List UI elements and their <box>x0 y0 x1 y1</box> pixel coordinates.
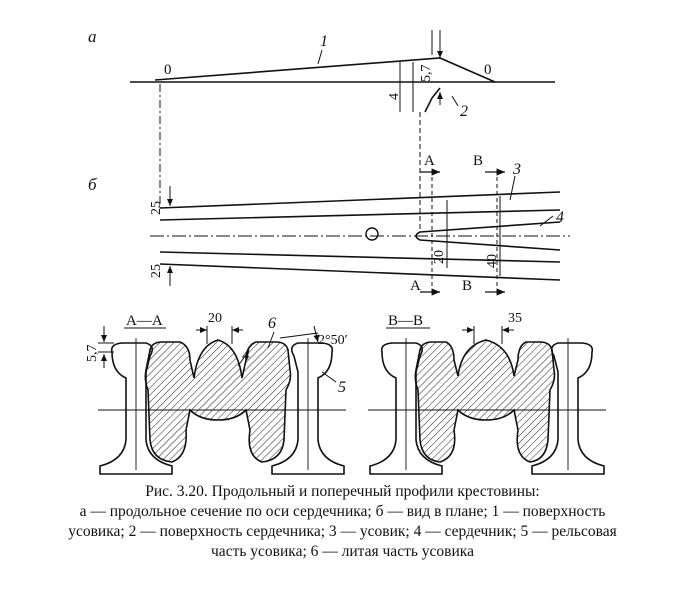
section-b-b-title: В—В <box>388 313 423 329</box>
dim-20: 20 <box>432 250 447 264</box>
dim-angle: 2°50′ <box>318 333 348 348</box>
cast-body-bb <box>414 339 556 463</box>
section-a-a-title: А—А <box>126 313 163 329</box>
view-a-longitudinal-section: а <box>88 27 555 230</box>
caption-line-1: Рис. 3.20. Продольный и поперечный профи… <box>145 483 540 500</box>
dim-4: 4 <box>387 93 402 100</box>
section-a-a: А—А <box>98 313 346 475</box>
section-mark-a-top: А <box>424 153 435 169</box>
section-b-b: В—В <box>368 313 606 475</box>
wing-rail-bottom-inner <box>159 251 561 263</box>
label-cast-part: 6 <box>268 315 276 332</box>
dim-25-top: 25 <box>149 201 164 215</box>
dim-35-section: 35 <box>508 311 522 326</box>
dim-25-bottom: 25 <box>149 264 164 278</box>
section-mark-a-bottom: А <box>410 278 421 294</box>
label-point-rail-surface: 2 <box>460 103 468 120</box>
figure-caption: Рис. 3.20. Продольный и поперечный профи… <box>10 482 675 562</box>
cast-body-aa <box>144 339 292 463</box>
dim-5-7: 5,7 <box>419 65 434 83</box>
label-wing-rail-surface: 1 <box>320 33 328 50</box>
section-a-a-labels: 20 5,7 2°50′ 4 6 5 <box>85 311 348 396</box>
caption-line-4: часть усовика; 6 — литая часть усовика <box>211 543 474 560</box>
view-a-label: а <box>88 27 97 46</box>
zero-mark-left: 0 <box>164 62 172 78</box>
section-b-b-labels: 35 <box>508 311 522 326</box>
label-point-rail: 4 <box>556 209 564 226</box>
wing-rail-surface-line <box>154 57 496 83</box>
zero-mark-right: 0 <box>484 62 492 78</box>
view-b-label: б <box>88 175 97 194</box>
view-b-plan: б <box>88 168 570 296</box>
caption-line-2: а — продольное сечение по оси сердечника… <box>79 503 606 520</box>
point-rail-surface-line <box>424 87 441 113</box>
dim-20-section: 20 <box>208 311 222 326</box>
wing-rail-top-inner <box>159 209 561 221</box>
dim-5-7-section: 5,7 <box>85 345 100 363</box>
dim-40: 40 <box>485 254 500 268</box>
view-b-labels: 25 25 20 40 А В А В 3 4 <box>149 153 564 294</box>
label-wing-rail: 3 <box>512 161 521 178</box>
crossing-profile-drawing: а 0 0 1 2 5,7 4 б <box>85 27 606 475</box>
label-point-rail-section: 4 <box>242 347 250 364</box>
wing-rail-bottom-outer <box>159 263 561 281</box>
math-point-circle <box>365 227 379 241</box>
caption-line-3: усовика; 2 — поверхность сердечника; 3 —… <box>68 523 617 540</box>
label-rail-part: 5 <box>338 379 346 396</box>
section-mark-b-bottom: В <box>462 278 472 294</box>
view-a-labels: 0 0 1 2 5,7 4 <box>164 33 492 120</box>
section-mark-b-top: В <box>473 153 483 169</box>
wing-rail-top-outer <box>159 191 561 209</box>
